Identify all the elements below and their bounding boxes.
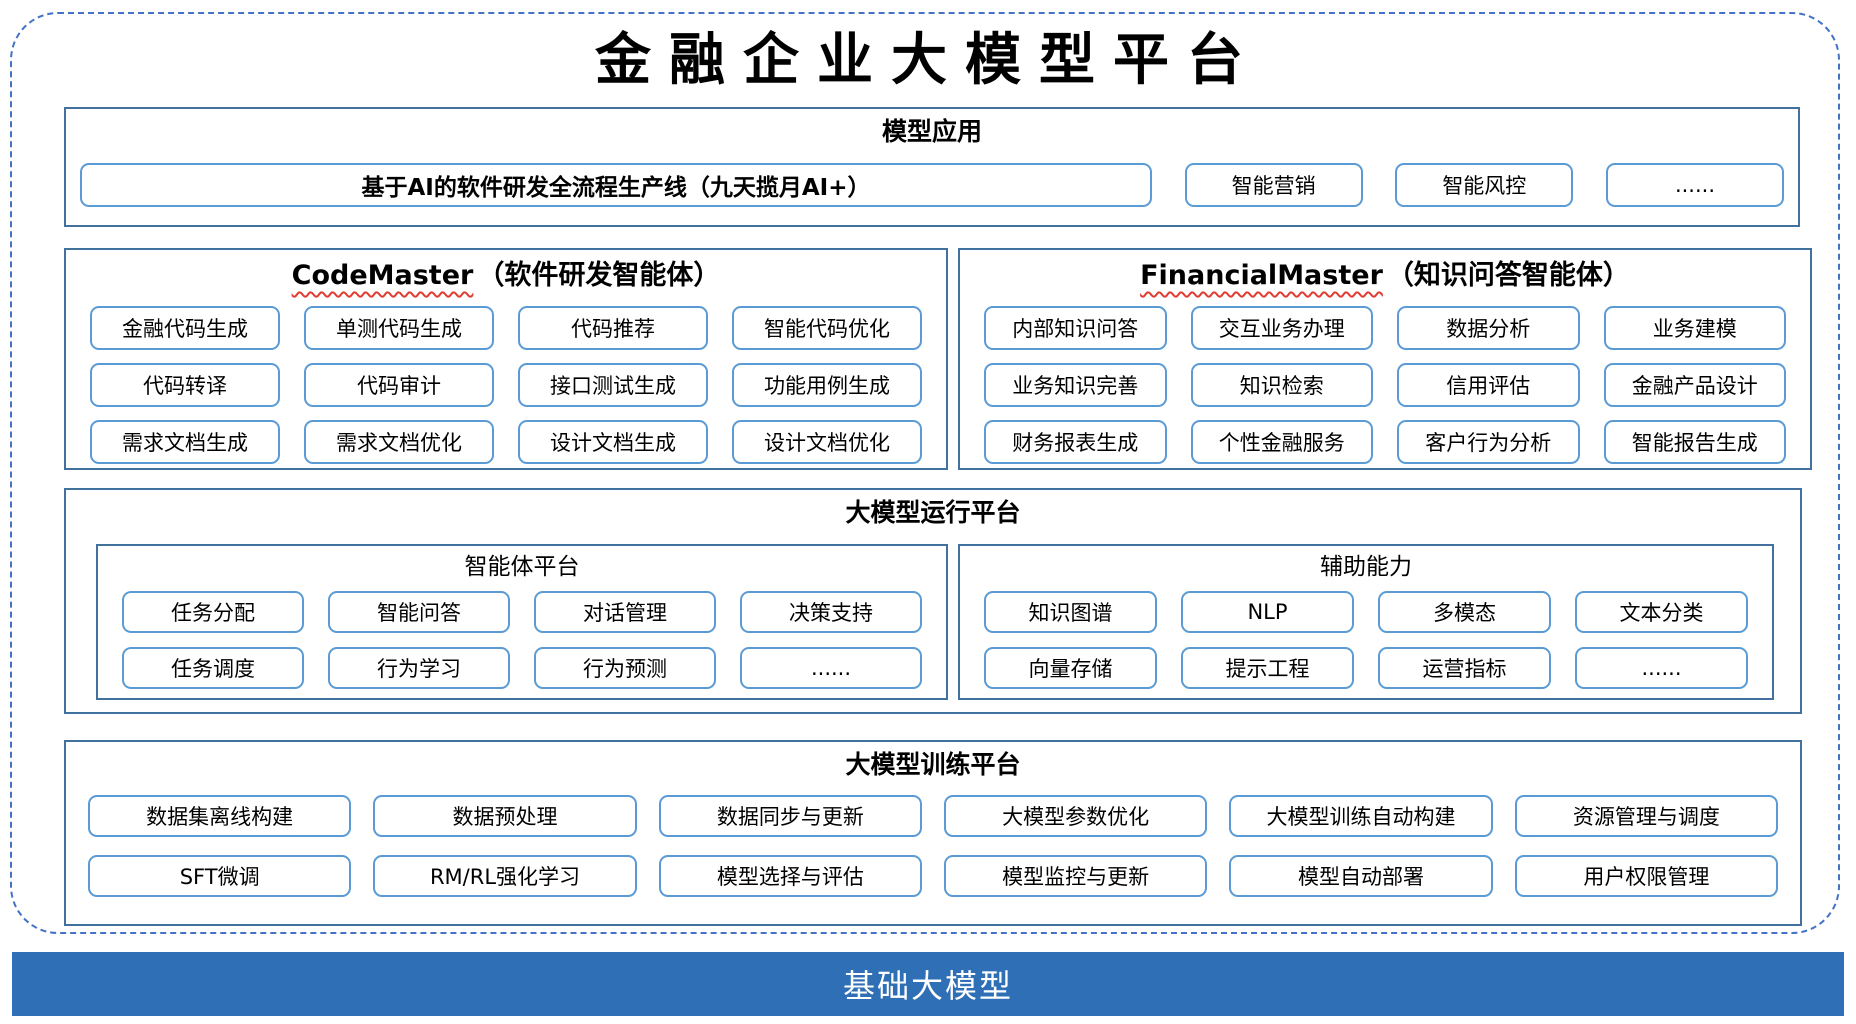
agent-platform-item: 任务分配	[122, 591, 304, 633]
agent-platform-title: 智能体平台	[464, 554, 580, 580]
financialmaster-item: 财务报表生成	[984, 420, 1167, 464]
financialmaster-item: 金融产品设计	[1603, 363, 1786, 407]
training-item: 大模型训练自动构建	[1229, 795, 1493, 837]
training-item: 数据集离线构建	[88, 795, 352, 837]
financialmaster-grid: 内部知识问答交互业务办理数据分析业务建模业务知识完善知识检索信用评估金融产品设计…	[960, 294, 1810, 464]
aux-capabilities-title: 辅助能力	[1320, 554, 1412, 580]
training-platform-grid: 数据集离线构建数据预处理数据同步与更新大模型参数优化大模型训练自动构建资源管理与…	[66, 781, 1800, 897]
codemaster-title-en: CodeMaster	[291, 260, 474, 291]
aux-capability-item: 知识图谱	[984, 591, 1157, 633]
training-item: 数据同步与更新	[658, 795, 922, 837]
codemaster-item: 代码审计	[304, 363, 494, 407]
section-model-applications: 模型应用 基于AI的软件研发全流程生产线（九天揽月AI+） 智能营销 智能风控 …	[64, 107, 1800, 227]
codemaster-item: 单测代码生成	[304, 306, 494, 350]
agent-platform-grid: 任务分配智能问答对话管理决策支持任务调度行为学习行为预测......	[98, 583, 946, 689]
codemaster-title: CodeMaster（软件研发智能体）	[66, 250, 946, 294]
training-item: 数据预处理	[373, 795, 637, 837]
aux-capability-item: ......	[1575, 647, 1748, 689]
codemaster-item: 智能代码优化	[732, 306, 922, 350]
training-item: SFT微调	[88, 855, 352, 897]
financialmaster-item: 客户行为分析	[1397, 420, 1580, 464]
codemaster-item: 代码推荐	[518, 306, 708, 350]
page-title: 金融企业大模型平台	[595, 27, 1261, 93]
aux-capability-item: 文本分类	[1575, 591, 1748, 633]
codemaster-item: 功能用例生成	[732, 363, 922, 407]
codemaster-item: 设计文档生成	[518, 420, 708, 464]
app-box-ai-pipeline: 基于AI的软件研发全流程生产线（九天揽月AI+）	[80, 163, 1152, 207]
codemaster-item: 需求文档生成	[90, 420, 280, 464]
aux-capability-item: 提示工程	[1181, 647, 1354, 689]
training-item: 模型选择与评估	[658, 855, 922, 897]
financialmaster-item: 信用评估	[1397, 363, 1580, 407]
section-training-platform: 大模型训练平台 数据集离线构建数据预处理数据同步与更新大模型参数优化大模型训练自…	[64, 740, 1802, 926]
runtime-platform-header: 大模型运行平台	[845, 498, 1021, 527]
training-item: 模型监控与更新	[944, 855, 1208, 897]
platform-outer-frame	[10, 12, 1840, 934]
agent-platform-item: 对话管理	[534, 591, 716, 633]
aux-capability-item: 多模态	[1378, 591, 1551, 633]
training-item: 模型自动部署	[1229, 855, 1493, 897]
financialmaster-title-en: FinancialMaster	[1140, 260, 1383, 291]
aux-capabilities-grid: 知识图谱 NLP 多模态文本分类向量存储提示工程运营指标......	[960, 583, 1772, 689]
app-box-smart-marketing: 智能营销	[1184, 163, 1363, 207]
financialmaster-item: 数据分析	[1397, 306, 1580, 350]
financialmaster-item: 内部知识问答	[984, 306, 1167, 350]
training-item: 用户权限管理	[1514, 855, 1778, 897]
codemaster-grid: 金融代码生成单测代码生成代码推荐智能代码优化代码转译代码审计接口测试生成功能用例…	[66, 294, 946, 464]
section-financialmaster: FinancialMaster（知识问答智能体） 内部知识问答交互业务办理数据分…	[958, 248, 1812, 470]
codemaster-item: 代码转译	[90, 363, 280, 407]
aux-capability-item: 向量存储	[984, 647, 1157, 689]
agent-platform-item: 智能问答	[328, 591, 510, 633]
financialmaster-item: 智能报告生成	[1603, 420, 1786, 464]
agent-platform-item: 决策支持	[740, 591, 922, 633]
section-codemaster: CodeMaster（软件研发智能体） 金融代码生成单测代码生成代码推荐智能代码…	[64, 248, 948, 470]
training-platform-header: 大模型训练平台	[845, 750, 1021, 779]
financialmaster-item: 交互业务办理	[1190, 306, 1373, 350]
financialmaster-item: 个性金融服务	[1190, 420, 1373, 464]
foundation-model-bar: 基础大模型	[12, 952, 1844, 1016]
training-item: 大模型参数优化	[944, 795, 1208, 837]
financialmaster-title: FinancialMaster（知识问答智能体）	[960, 250, 1810, 294]
applications-row: 基于AI的软件研发全流程生产线（九天揽月AI+） 智能营销 智能风控 .....…	[66, 163, 1798, 207]
financialmaster-item: 业务建模	[1603, 306, 1786, 350]
section-model-applications-header: 模型应用	[881, 117, 982, 146]
agent-platform-item: ......	[740, 647, 922, 689]
codemaster-item: 接口测试生成	[518, 363, 708, 407]
aux-capability-item: 运营指标	[1378, 647, 1551, 689]
app-box-ellipsis: ......	[1605, 163, 1784, 207]
financialmaster-title-zh: （知识问答智能体）	[1386, 260, 1630, 291]
aux-capabilities-box: 辅助能力 知识图谱 NLP 多模态文本分类向量存储提示工程运营指标......	[958, 544, 1774, 700]
app-box-smart-risk-control: 智能风控	[1395, 163, 1574, 207]
agent-platform-item: 任务调度	[122, 647, 304, 689]
training-item: RM/RL强化学习	[373, 855, 637, 897]
aux-capability-item: NLP	[1181, 591, 1354, 633]
codemaster-item: 设计文档优化	[732, 420, 922, 464]
codemaster-item: 需求文档优化	[304, 420, 494, 464]
agent-platform-item: 行为预测	[534, 647, 716, 689]
codemaster-item: 金融代码生成	[90, 306, 280, 350]
agent-platform-item: 行为学习	[328, 647, 510, 689]
financialmaster-item: 知识检索	[1190, 363, 1373, 407]
agent-platform-box: 智能体平台 任务分配智能问答对话管理决策支持任务调度行为学习行为预测......	[96, 544, 948, 700]
section-runtime-platform: 大模型运行平台 智能体平台 任务分配智能问答对话管理决策支持任务调度行为学习行为…	[64, 488, 1802, 714]
financialmaster-item: 业务知识完善	[984, 363, 1167, 407]
training-item: 资源管理与调度	[1514, 795, 1778, 837]
codemaster-title-zh: （软件研发智能体）	[477, 260, 721, 291]
